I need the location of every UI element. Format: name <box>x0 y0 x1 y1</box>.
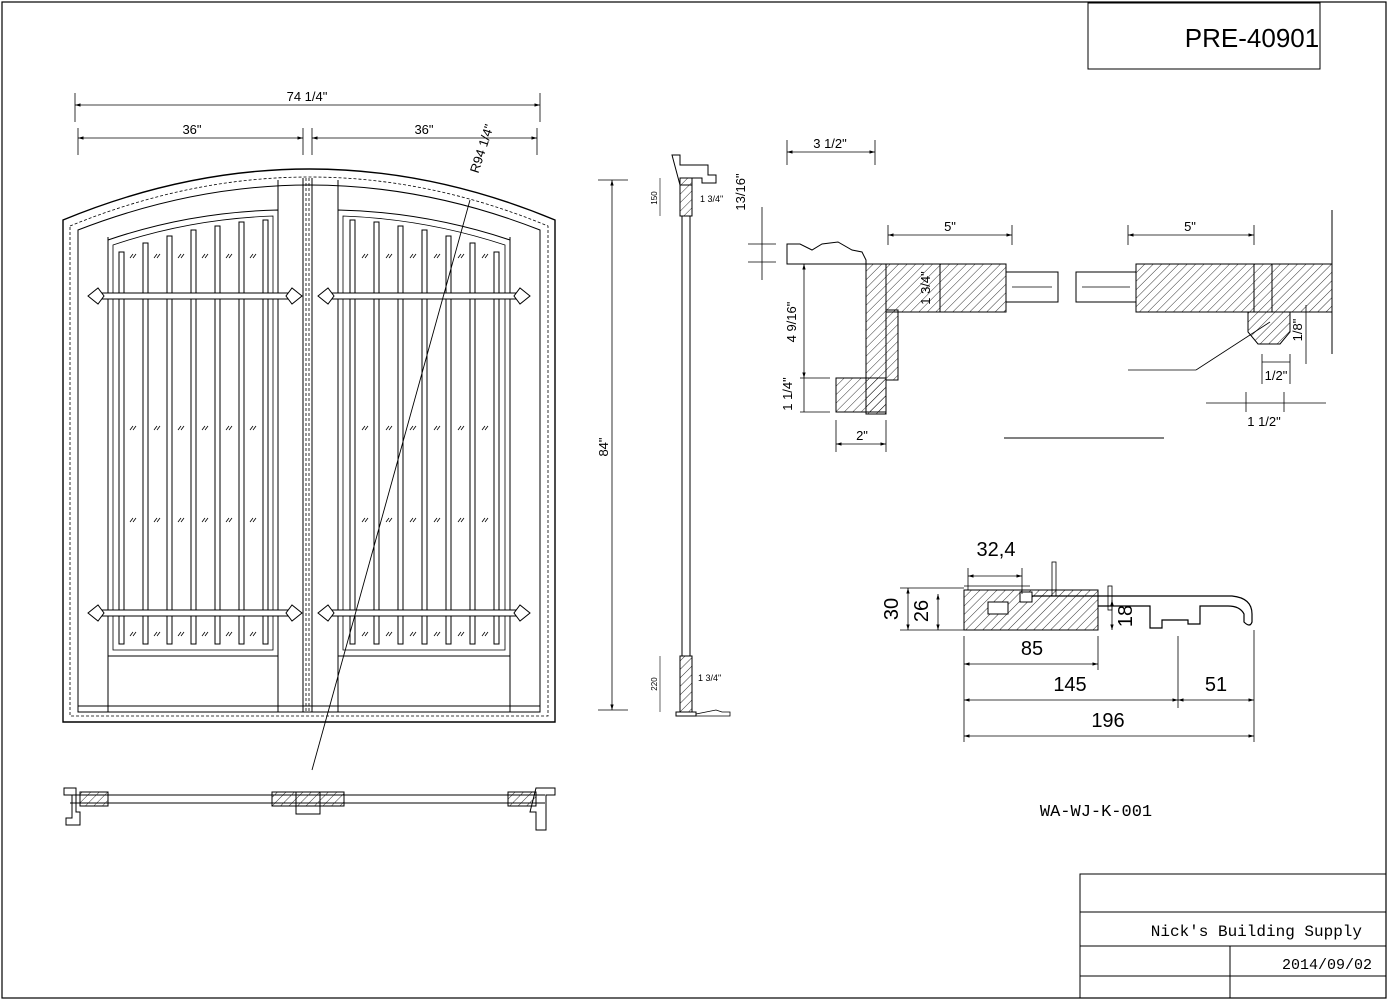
right-stile-width-label: 5" <box>1184 219 1196 234</box>
astragal-depth-label: 1/8" <box>1290 318 1305 341</box>
sill-height-total-label: 30 <box>881 598 903 620</box>
right-glass-panel <box>337 209 511 657</box>
jamb-detail: 3 1/2" 13/16" 4 9/16" 1 1/4" 2" 1 3/4" 5… <box>733 136 1059 452</box>
left-door-leaf <box>107 180 279 712</box>
left-stile-section <box>885 263 1007 313</box>
sill-section: 32,4 30 26 18 85 145 51 196 WA-WJ-K-001 <box>881 539 1255 822</box>
height-dimension: 84" <box>596 179 628 711</box>
overall-width-label: 74 1/4" <box>287 89 328 104</box>
astragal-gap-label: 1/2" <box>1265 368 1288 383</box>
bottom-rail-section <box>679 655 693 713</box>
title-block: Nick's Building Supply 2014/09/02 <box>1079 873 1387 999</box>
drawing-number: PRE-40901 <box>1185 23 1319 53</box>
sill-depth-145-label: 145 <box>1053 674 1086 696</box>
sill-height-inner-label: 26 <box>911 600 933 622</box>
front-elevation: 74 1/4" 36" 36" R94 1/4" <box>62 89 556 771</box>
door-thickness-label: 1 3/4" <box>918 271 933 305</box>
glass-reflection-marks <box>129 253 489 637</box>
astragal-profile <box>1247 311 1291 345</box>
left-leaf-width-label: 36" <box>182 122 201 137</box>
sill-depth-85-label: 85 <box>1021 638 1043 660</box>
right-door-leaf <box>337 180 511 712</box>
frame-depth-label: 4 9/16" <box>784 301 799 342</box>
sill-top-width-label: 32,4 <box>977 539 1016 561</box>
company-name: Nick's Building Supply <box>1151 923 1363 941</box>
sill-aluminum-profile <box>1032 595 1253 629</box>
vertical-section: 150 1 3/4" 220 1 3/4" <box>650 154 731 717</box>
astragal-width-label: 1 1/2" <box>1247 414 1281 429</box>
jamb-depth-label: 3 1/2" <box>813 136 847 151</box>
height-label: 84" <box>596 437 611 456</box>
right-leaf-width-label: 36" <box>414 122 433 137</box>
top-thickness-label: 1 3/4" <box>700 194 723 204</box>
bottom-rail-dim: 220 <box>650 677 659 691</box>
left-iron-grille <box>87 219 303 645</box>
drawing-number-box: PRE-40901 <box>1087 2 1321 70</box>
brickmould-label: 1 1/4" <box>780 377 795 411</box>
arch-radius-label: R94 1/4" <box>467 122 497 175</box>
astragal-detail: 5" 1/8" 1/2" 1 1/2" <box>1004 210 1333 439</box>
radius-leader <box>311 199 471 771</box>
sill-code-label: WA-WJ-K-001 <box>1040 803 1152 822</box>
molding-height-label: 13/16" <box>733 173 748 211</box>
sill-depth-196-label: 196 <box>1091 710 1124 732</box>
top-rail-section <box>679 177 693 217</box>
sill-depth-51-label: 51 <box>1205 674 1227 696</box>
sill-height-step-label: 18 <box>1115 605 1137 627</box>
drawing-date: 2014/09/02 <box>1282 957 1372 974</box>
right-iron-grille <box>317 219 531 645</box>
right-stile-section <box>1135 263 1333 313</box>
left-stile-width-label: 5" <box>944 219 956 234</box>
left-glass-panel <box>107 209 279 657</box>
brickmould-width-label: 2" <box>856 428 868 443</box>
plan-section <box>63 787 556 831</box>
bottom-thickness-label: 1 3/4" <box>698 673 721 683</box>
top-rail-dim: 150 <box>650 191 659 205</box>
outer-frame <box>62 168 556 723</box>
